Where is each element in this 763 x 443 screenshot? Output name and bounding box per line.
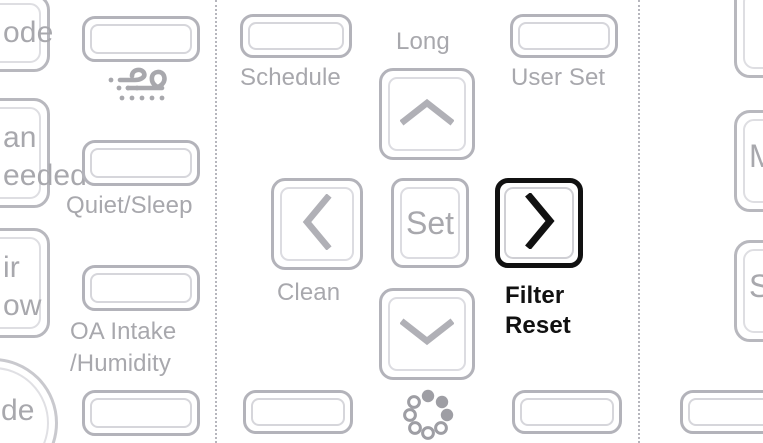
left-edge-key-fan-speed-label: an eeded xyxy=(3,121,87,192)
chevron-up-icon xyxy=(399,97,455,132)
filter-reset-label-line1: Filter xyxy=(505,282,565,309)
center-bottom-left-button[interactable] xyxy=(243,390,353,434)
quiet-sleep-button[interactable] xyxy=(82,140,200,186)
key-inner-bevel xyxy=(400,187,460,259)
key-inner-bevel xyxy=(0,107,41,199)
key-inner-bevel xyxy=(388,77,466,151)
filter-reset-label-line2: Reset xyxy=(505,312,571,339)
left-edge-key-mode-label: ode xyxy=(3,16,54,49)
spinner-dots-icon xyxy=(400,388,456,443)
user-set-button[interactable] xyxy=(510,14,618,58)
key-inner-bevel xyxy=(0,237,41,329)
set-button[interactable]: Set xyxy=(391,178,469,268)
chevron-down-icon xyxy=(399,317,455,352)
key-inner-bevel xyxy=(743,249,763,333)
schedule-button[interactable] xyxy=(240,14,352,58)
right-edge-key-set[interactable]: S xyxy=(734,240,763,342)
section-divider-right xyxy=(638,0,640,443)
left-edge-key-air-flow-label: ir ow xyxy=(3,251,42,322)
airflow-button[interactable] xyxy=(82,16,200,62)
right-arrow-button-filter-reset[interactable] xyxy=(495,178,583,268)
right-edge-key-set-label: S xyxy=(749,268,763,304)
key-inner-bevel xyxy=(280,187,354,261)
left-edge-key-air-flow[interactable]: ir ow xyxy=(0,228,50,338)
right-edge-key-bottom[interactable] xyxy=(680,390,763,434)
clean-label: Clean xyxy=(277,279,341,306)
left-edge-round-key-mode-label: de xyxy=(1,394,35,427)
section-divider-left xyxy=(215,0,217,443)
long-press-label: Long xyxy=(396,28,450,55)
wind-icon xyxy=(104,62,180,113)
key-inner-bevel xyxy=(743,119,763,203)
key-inner-bevel xyxy=(388,297,466,371)
set-button-label: Set xyxy=(405,204,455,241)
right-edge-key-mode[interactable]: M xyxy=(734,110,763,212)
left-column-bottom-button[interactable] xyxy=(82,390,200,436)
center-bottom-right-button[interactable] xyxy=(512,390,622,434)
key-inner-bevel xyxy=(743,0,763,69)
up-arrow-button[interactable] xyxy=(379,68,475,160)
quiet-sleep-label: Quiet/Sleep xyxy=(66,192,193,219)
oa-intake-humidity-label: OA Intake /Humidity xyxy=(70,318,177,377)
schedule-label: Schedule xyxy=(240,64,341,91)
user-set-label: User Set xyxy=(511,64,606,91)
down-arrow-button[interactable] xyxy=(379,288,475,380)
key-inner-bevel xyxy=(504,187,574,259)
left-arrow-button[interactable] xyxy=(271,178,363,270)
key-inner-bevel xyxy=(0,3,41,63)
right-edge-key-top[interactable] xyxy=(734,0,763,78)
left-edge-key-fan-speed[interactable]: an eeded xyxy=(0,98,87,208)
oa-intake-humidity-button[interactable] xyxy=(82,265,200,311)
chevron-left-icon xyxy=(301,192,333,255)
left-edge-key-mode[interactable]: ode xyxy=(0,0,54,72)
chevron-right-icon xyxy=(523,191,555,254)
right-edge-key-mode-label: M xyxy=(749,138,763,174)
